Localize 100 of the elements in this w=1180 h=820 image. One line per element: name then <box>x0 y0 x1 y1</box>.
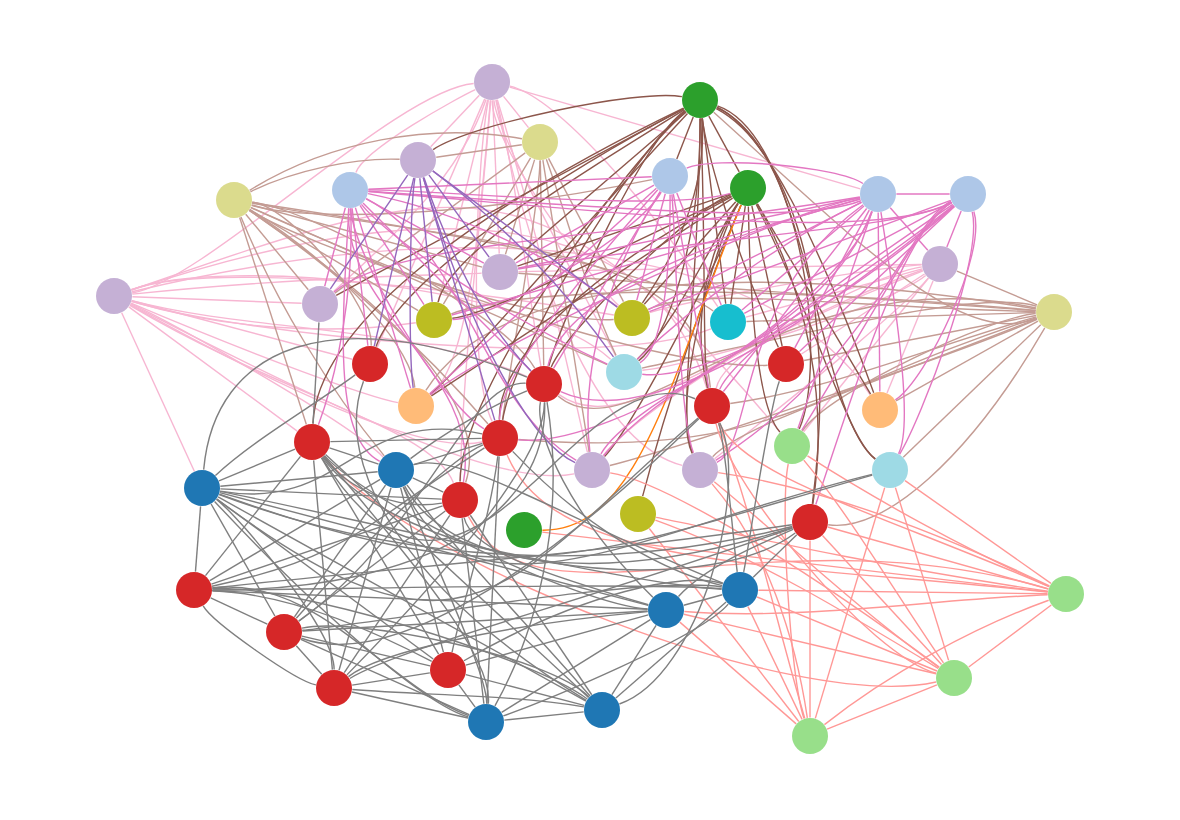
edge-line <box>301 635 431 667</box>
edge-line <box>409 177 416 389</box>
edge-line <box>492 99 500 255</box>
edge-line <box>809 539 811 719</box>
edge-line <box>486 455 500 705</box>
edge-line <box>794 209 870 349</box>
edge-line <box>742 380 781 573</box>
edge-line <box>432 170 618 308</box>
edge-line <box>827 526 1049 590</box>
edge-line <box>502 110 687 421</box>
edge-line <box>463 517 650 606</box>
edge-line <box>711 483 809 719</box>
edge-line <box>354 206 412 390</box>
edge-line <box>423 176 532 372</box>
edge-line <box>494 401 554 707</box>
edge-line <box>375 107 685 348</box>
edge-line <box>491 99 620 307</box>
edge-line <box>547 198 861 367</box>
edge-line <box>432 170 615 358</box>
network-node <box>482 420 518 456</box>
edge-line <box>784 463 805 720</box>
edge-line <box>643 201 737 305</box>
edge-line <box>752 534 798 578</box>
edge-line <box>321 456 796 571</box>
edge-line <box>716 204 864 464</box>
edge-line <box>677 528 794 598</box>
network-node <box>648 592 684 628</box>
edge-line <box>803 459 945 664</box>
edge-line <box>636 201 863 360</box>
network-node <box>730 170 766 206</box>
edge-line <box>329 437 483 443</box>
edge-line <box>716 105 877 460</box>
edge-line <box>129 303 575 477</box>
edge-line <box>671 193 695 454</box>
edge-line <box>219 428 483 495</box>
edge-line <box>685 162 864 185</box>
network-node <box>792 718 828 754</box>
network-node <box>302 286 338 322</box>
network-node <box>774 428 810 464</box>
edge-line <box>425 281 1037 392</box>
network-node <box>398 388 434 424</box>
edge-line <box>602 210 873 457</box>
edge-line <box>412 442 484 466</box>
network-node <box>1048 576 1084 612</box>
edge-line <box>648 199 952 313</box>
network-node <box>950 176 986 212</box>
edge-line <box>493 99 617 357</box>
edge-line <box>367 192 619 308</box>
network-node <box>294 424 330 460</box>
edge-line <box>312 107 685 425</box>
network-node <box>710 304 746 340</box>
edge-line <box>886 280 934 394</box>
edge-line <box>218 448 296 482</box>
edge-line <box>130 206 781 433</box>
edge-line <box>745 311 1037 323</box>
edge-line <box>827 327 1046 526</box>
edge-line <box>712 318 1038 458</box>
edge-line <box>204 455 302 577</box>
edge-line <box>801 312 1037 432</box>
edge-line <box>676 116 694 160</box>
edge-line <box>406 484 591 697</box>
edge-line <box>515 184 655 264</box>
edge-line <box>741 205 865 311</box>
edge-line <box>300 638 470 716</box>
edge-line <box>342 207 381 463</box>
edge-line <box>609 472 940 668</box>
edge-line <box>324 453 590 699</box>
network-node <box>862 392 898 428</box>
edge-line <box>131 82 475 294</box>
edge-line <box>359 204 425 306</box>
edge-line <box>402 473 873 565</box>
edge-line <box>683 594 1049 615</box>
edge-line <box>428 174 490 258</box>
edge-line <box>376 98 486 348</box>
edge-line <box>889 207 929 251</box>
edge-line <box>329 174 409 290</box>
edge-line <box>672 193 710 389</box>
edge-line <box>641 274 927 371</box>
edge-line <box>717 471 1051 587</box>
edge-line <box>248 209 416 389</box>
edge-line <box>131 296 303 304</box>
edge-line <box>210 503 276 617</box>
edge-line <box>130 300 712 350</box>
edge-line <box>465 673 585 707</box>
network-node <box>266 614 302 650</box>
edge-line <box>451 198 861 316</box>
edge-line <box>219 471 379 487</box>
edge-line <box>503 711 585 721</box>
edge-line <box>429 196 861 396</box>
edge-line <box>894 210 977 401</box>
edge-line <box>211 587 588 700</box>
edge-line <box>715 107 821 505</box>
edge-line <box>334 152 526 294</box>
edge-line <box>904 479 1052 585</box>
edge-line <box>348 207 466 483</box>
edge-line <box>351 688 585 708</box>
edge-line <box>751 205 783 347</box>
edge-line <box>895 193 951 195</box>
network-node <box>792 504 828 540</box>
edge-line <box>500 619 652 713</box>
